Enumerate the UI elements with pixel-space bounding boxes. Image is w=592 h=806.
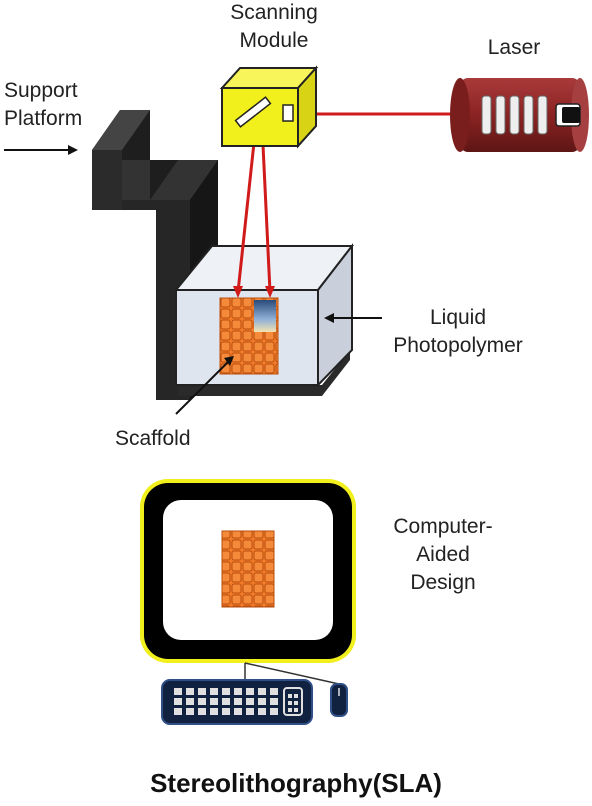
laser-source	[450, 78, 589, 152]
beam-arrowhead	[233, 286, 243, 298]
scanning-module	[219, 65, 319, 149]
cad-monitor	[140, 479, 356, 663]
mouse	[330, 683, 348, 717]
laser-beams	[236, 112, 455, 293]
cad-label: Computer- Aided Design	[393, 515, 493, 594]
keyboard	[161, 662, 340, 725]
laser-label: Laser	[487, 36, 541, 59]
liquid-photopolymer-label: Liquid Photopolymer	[393, 306, 523, 357]
scaffold-label: Scaffold	[115, 427, 191, 450]
beam-arrowhead	[265, 286, 275, 298]
support-platform-label: Support Platform	[4, 79, 83, 130]
diagram-title: Stereolithography(SLA)	[150, 768, 442, 798]
pointer-arrows	[4, 145, 382, 415]
tank-base	[178, 350, 350, 396]
scanning-module-label: Scanning Module	[230, 1, 318, 52]
photopolymer-tank	[173, 243, 355, 388]
scaffold-in-tank	[219, 297, 279, 375]
